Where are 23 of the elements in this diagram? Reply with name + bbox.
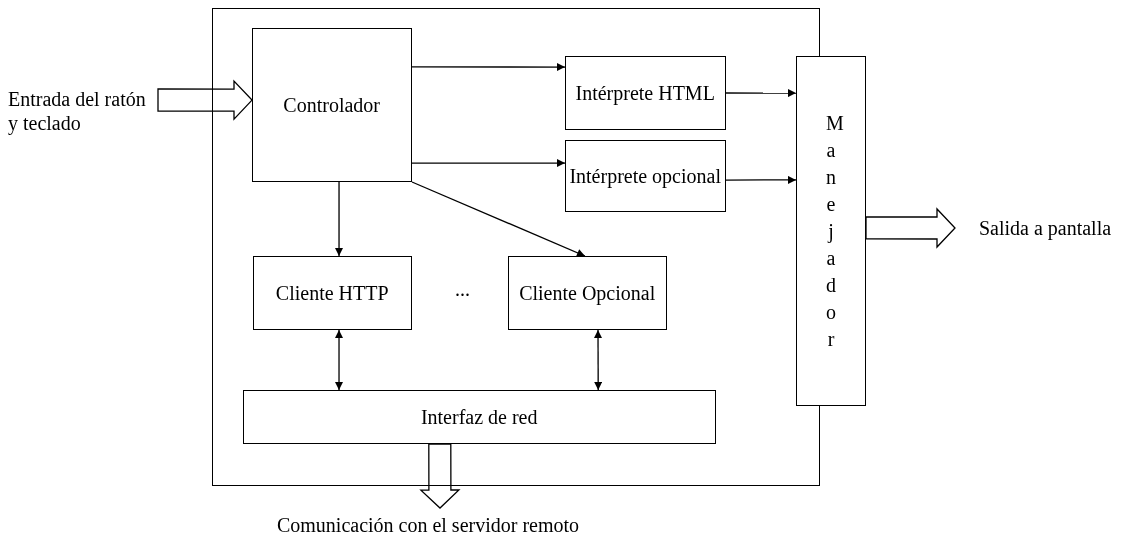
arrow [335, 181, 343, 257]
ellipsis-label: ... [455, 278, 470, 301]
browser-frame [212, 8, 820, 486]
input-label: Entrada del ratón y teclado [8, 82, 158, 140]
process-box: Intérprete HTML [564, 55, 726, 130]
hollow-arrow [157, 79, 253, 121]
output-label: Comunicación con el servidor remoto [228, 508, 628, 542]
process-box: Intérprete opcional [564, 139, 726, 212]
output-label: Salida a pantalla [955, 213, 1135, 243]
process-box: Controlador [251, 27, 412, 182]
arrow [411, 181, 586, 257]
arrow [725, 89, 797, 98]
arrow [411, 159, 566, 168]
process-box: Interfaz de red [242, 389, 716, 444]
arrow [594, 329, 603, 391]
process-box: Cliente Opcional [507, 255, 667, 330]
arrow [335, 329, 343, 391]
process-box: Cliente HTTP [252, 255, 412, 330]
hollow-arrow [419, 443, 461, 509]
arrow [411, 63, 566, 71]
hollow-arrow [865, 207, 956, 249]
arrow [725, 175, 797, 184]
process-box: Manejador [796, 56, 866, 406]
